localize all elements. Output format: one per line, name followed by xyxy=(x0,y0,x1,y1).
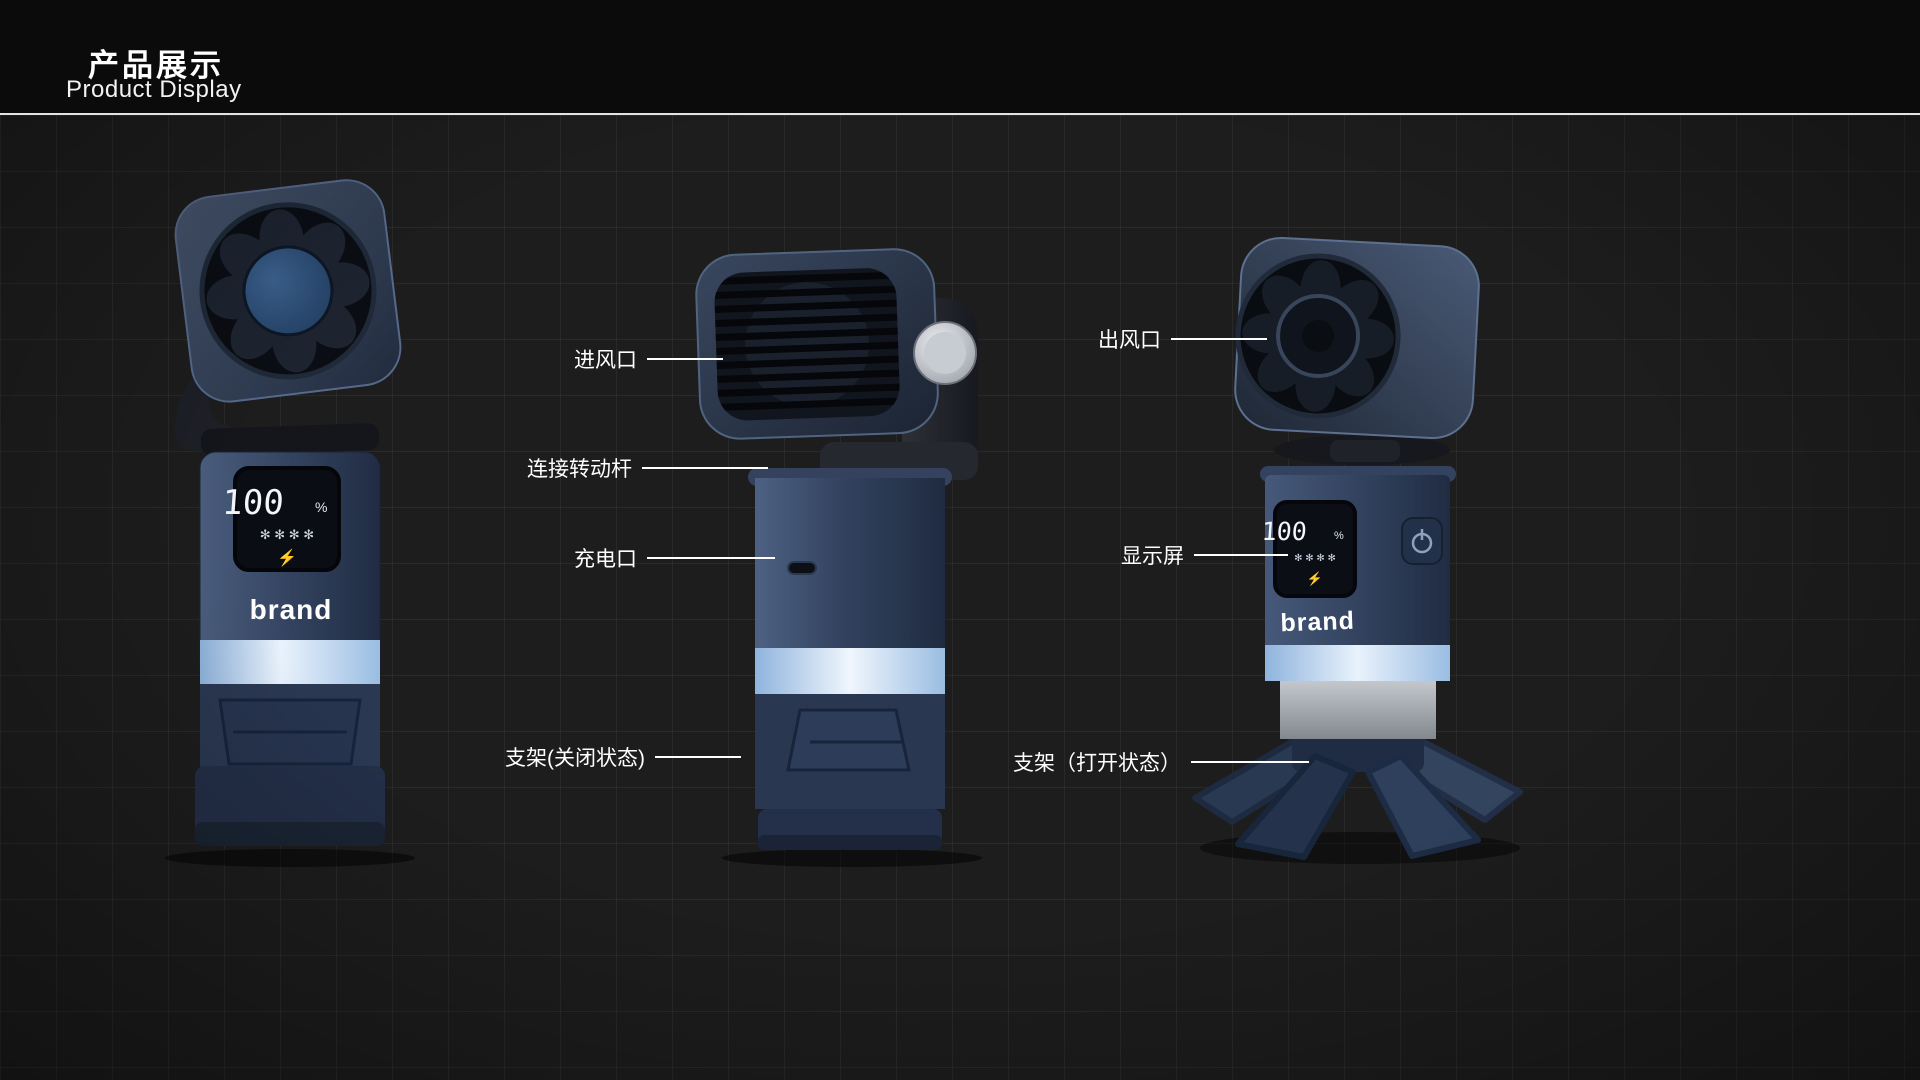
callout-stand-open: 支架（打开状态） xyxy=(1013,747,1309,777)
callout-air-outlet: 出风口 xyxy=(1098,324,1267,354)
callout-air-outlet-label: 出风口 xyxy=(1098,329,1161,352)
callout-rotating-rod: 连接转动杆 xyxy=(527,453,768,483)
callout-line xyxy=(655,756,741,758)
pivot-joint xyxy=(913,321,977,385)
neck-ring xyxy=(200,423,380,456)
display-screen: 100 % ✻ ✻ ✻ ✻ ⚡ xyxy=(221,466,341,572)
display-screen: 100 % ✻ ✻ ✻ ✻ ⚡ xyxy=(1261,500,1357,598)
light-band xyxy=(200,640,380,684)
callout-stand-closed-label: 支架(关闭状态) xyxy=(505,747,645,770)
main-display-area: 100 % ✻ ✻ ✻ ✻ ⚡ brand xyxy=(0,115,1920,1080)
brand-label: brand xyxy=(1280,607,1355,638)
brand-label: brand xyxy=(250,594,333,625)
stand-leg-front-left xyxy=(1235,753,1356,860)
light-band xyxy=(755,648,945,694)
battery-percent: 100 xyxy=(221,483,285,523)
fan-head xyxy=(1234,236,1480,440)
fan-speed-icons: ✻ ✻ ✻ ✻ xyxy=(260,527,314,542)
callout-charging-port: 充电口 xyxy=(574,543,775,573)
fan-head xyxy=(695,248,939,440)
callout-stand-closed: 支架(关闭状态) xyxy=(505,742,741,772)
callout-rotating-rod-label: 连接转动杆 xyxy=(527,458,632,481)
product-side-view xyxy=(640,210,1060,870)
product-open-stand-view: 100 % ✻ ✻ ✻ ✻ ⚡ brand xyxy=(1180,200,1600,880)
stand-leg-front-right xyxy=(1365,753,1481,859)
stand-column xyxy=(1280,681,1436,739)
product-side-svg xyxy=(695,248,982,867)
callout-air-inlet: 进风口 xyxy=(574,344,723,374)
folded-stand xyxy=(786,708,911,772)
fan-center-cap xyxy=(243,246,332,335)
callout-air-inlet-label: 进风口 xyxy=(574,349,637,372)
ground-shadow xyxy=(165,849,415,867)
callout-line xyxy=(647,358,723,360)
callout-stand-open-label: 支架（打开状态） xyxy=(1013,752,1181,775)
stand-legs xyxy=(1192,732,1523,860)
page-title: 产品展示 xyxy=(88,48,224,83)
callout-line xyxy=(1194,554,1288,556)
power-button xyxy=(1401,517,1443,565)
header-divider xyxy=(0,113,1920,115)
product-front-svg: 100 % ✻ ✻ ✻ ✻ ⚡ brand xyxy=(165,179,415,867)
product-front-view: 100 % ✻ ✻ ✻ ✻ ⚡ brand xyxy=(135,170,455,870)
charging-bolt-icon: ⚡ xyxy=(277,548,297,567)
callout-line xyxy=(647,557,775,559)
callout-line xyxy=(1191,761,1309,763)
product-open-svg: 100 % ✻ ✻ ✻ ✻ ⚡ brand xyxy=(1192,236,1523,864)
neck xyxy=(1330,440,1400,462)
page-subtitle: Product Display xyxy=(66,76,242,103)
percent-sign: % xyxy=(1334,530,1344,542)
callout-line xyxy=(1171,338,1267,340)
charging-port xyxy=(787,561,817,575)
callout-charging-port-label: 充电口 xyxy=(574,548,637,571)
ground-shadow xyxy=(722,849,982,867)
header: 产品展示 Product Display xyxy=(0,0,1920,115)
fan-speed-icons: ✻ ✻ ✻ ✻ xyxy=(1294,553,1336,564)
light-band xyxy=(1265,645,1450,681)
percent-sign: % xyxy=(315,499,327,515)
charging-bolt-icon: ⚡ xyxy=(1307,571,1323,587)
callout-display-screen-label: 显示屏 xyxy=(1121,545,1184,568)
fan-head xyxy=(174,179,402,403)
device-body xyxy=(748,468,952,850)
callout-display-screen: 显示屏 xyxy=(1121,540,1288,570)
battery-percent: 100 xyxy=(1261,517,1308,546)
callout-line xyxy=(642,467,768,469)
